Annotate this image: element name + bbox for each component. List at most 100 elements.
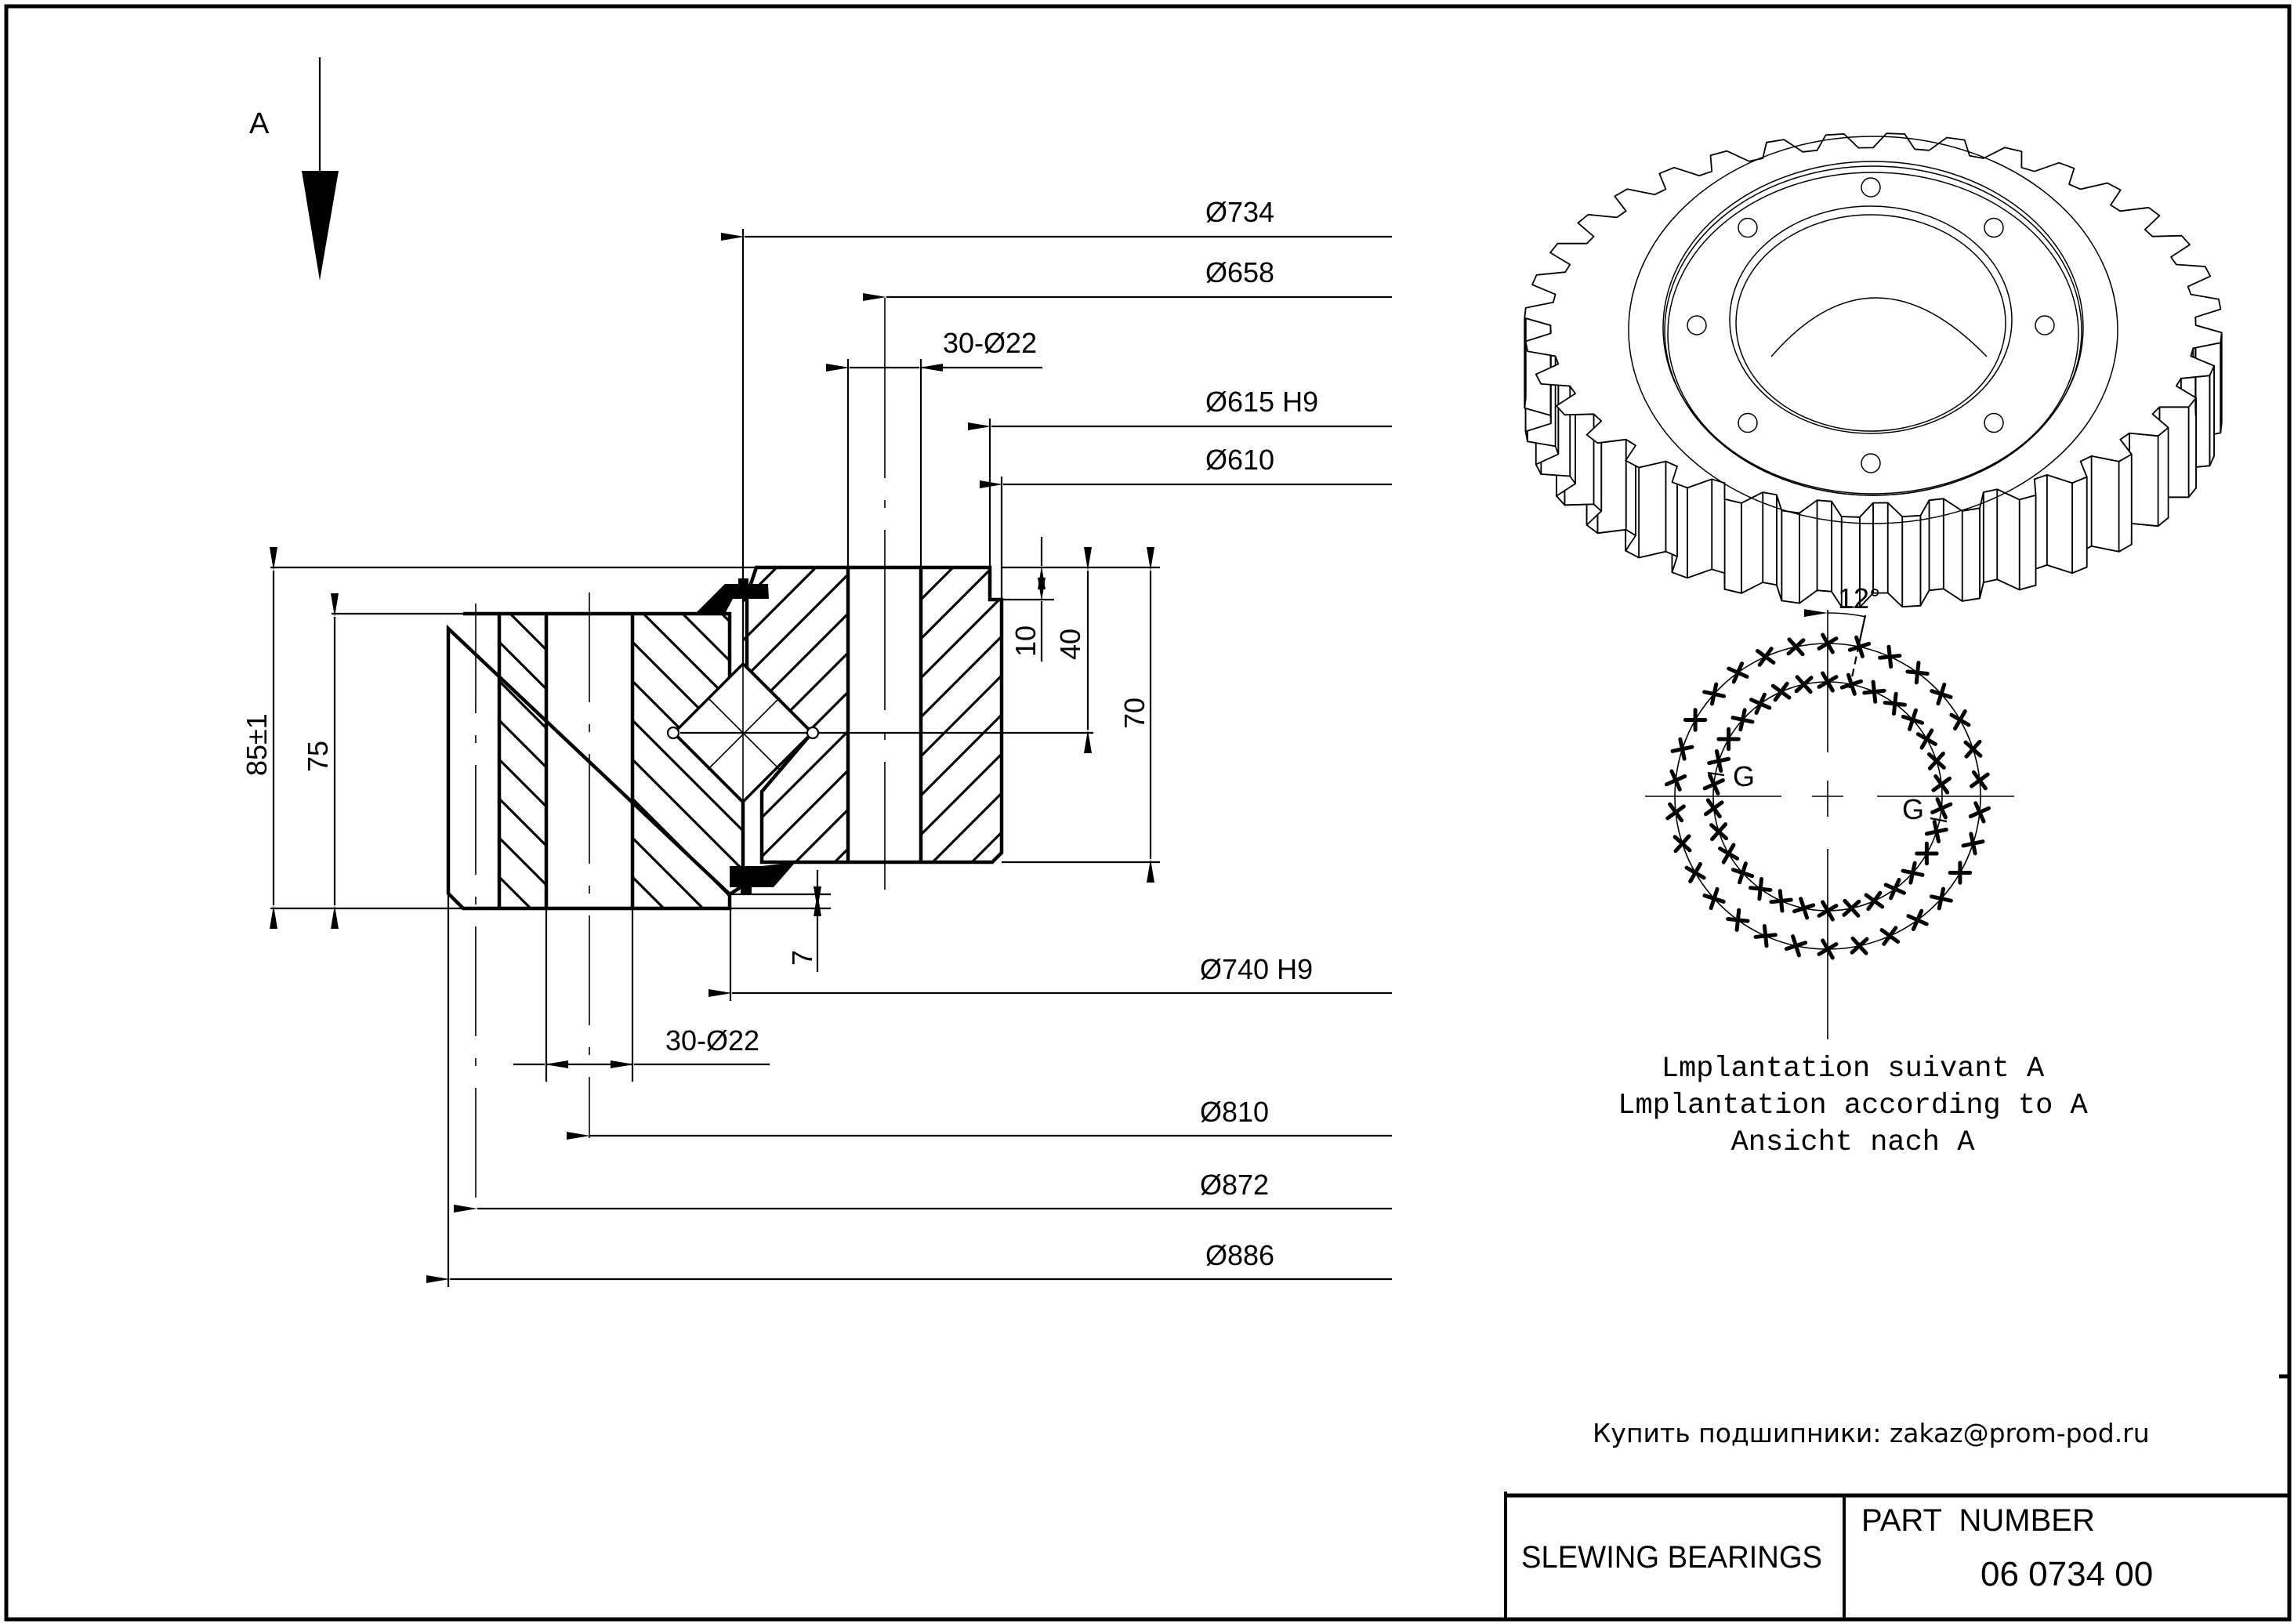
hatch-line (1243, 564, 1544, 865)
hatch-line (499, 614, 546, 908)
hatch-line (632, 614, 743, 908)
hatch-line (1165, 564, 1466, 865)
hatch-line (921, 567, 1002, 862)
view-label-a: A (249, 107, 270, 140)
hole-marker-icon (1879, 926, 1901, 946)
hatch-line (632, 614, 668, 908)
drawing-name: SLEWING BEARINGS (1521, 1540, 1822, 1575)
hole-marker-icon (1930, 682, 1953, 706)
outer-ring-outline (446, 611, 732, 911)
contact-line[interactable]: Купить подшипники: zakaz@prom-pod.ru (1593, 1418, 2150, 1448)
part-number-label: PART NUMBER (1861, 1503, 2095, 1538)
dim-d740: Ø740 H9 (1200, 953, 1313, 985)
hole-marker-icon (1968, 801, 1991, 824)
hatch-line (791, 567, 848, 862)
hole-marker-icon (1963, 739, 1983, 759)
hole-marker-icon (1948, 861, 1973, 885)
gear-mount-hole (1861, 453, 1881, 473)
hatch-line (955, 611, 1254, 911)
top-seal (695, 584, 769, 614)
hole-marker-icon (1709, 822, 1729, 842)
hole-marker-icon (1915, 841, 1939, 866)
hole-marker-icon (1901, 708, 1925, 731)
hatch-line (499, 614, 546, 908)
hole-marker-icon (1784, 934, 1808, 958)
bearing-cross-section (400, 298, 1622, 1212)
hatch-line (499, 614, 535, 908)
dim-d886: Ø886 (1205, 1239, 1274, 1271)
hole-marker-icon (1707, 749, 1731, 773)
hole-marker-icon (1930, 797, 1953, 820)
hole-marker-icon (1883, 877, 1906, 901)
gear-mount-hole (1738, 217, 1758, 238)
hole-marker-icon (1961, 832, 1985, 856)
hatch-line (1067, 564, 1368, 865)
hole-marker-icon (1883, 691, 1907, 716)
hatch-line (1027, 564, 1328, 865)
hole-marker-icon (1906, 908, 1929, 931)
dim-d610: Ø610 (1205, 444, 1274, 476)
hole-marker-icon (1727, 662, 1749, 684)
view-arrow-a: A (249, 57, 339, 281)
hatch-line (921, 567, 997, 862)
hole-marker-icon (1702, 886, 1726, 911)
hatch-line (400, 564, 701, 865)
hatch-line (1282, 564, 1583, 865)
hole-marker-icon (1683, 708, 1708, 732)
caption-line-3: Ansicht nach A (1731, 1126, 1976, 1159)
hatch-line (1008, 564, 1309, 865)
hatch-line (499, 614, 546, 908)
inner-ring-hatch-a (400, 564, 1446, 865)
inner-ring-outline (745, 565, 1004, 865)
caption-line-2: Lmplantation according to A (1618, 1089, 2088, 1122)
hatch-line (910, 564, 1211, 865)
gear-mount-hole (1861, 177, 1881, 198)
hatch-line (1125, 564, 1426, 865)
hole-marker-icon (1931, 774, 1952, 795)
gear-mount-hole (1984, 217, 2004, 238)
dim-step: 10 (1009, 625, 1042, 657)
caption-line-1: Lmplantation suivant A (1662, 1053, 2045, 1086)
hatch-line (921, 567, 1002, 862)
outer-ring-hatch-b (632, 611, 1254, 911)
hole-marker-icon (1901, 861, 1925, 885)
hatch-line (921, 567, 1002, 862)
hole-marker-icon (1864, 890, 1885, 912)
hatch-line (837, 611, 1136, 911)
hatch-line (1047, 564, 1348, 865)
thread-label-right: G (1902, 793, 1924, 825)
hole-marker-icon (1929, 886, 1953, 911)
hole-marker-icon (1862, 680, 1886, 704)
hole-marker-icon (1924, 820, 1948, 844)
dim-holes-outer: 30-Ø22 (665, 1024, 759, 1057)
hatch-line (928, 567, 1002, 862)
hole-marker-icon (1905, 661, 1930, 685)
hole-marker-icon (1794, 675, 1814, 694)
hole-marker-icon (1730, 861, 1755, 885)
hole-marker-icon (1878, 644, 1902, 669)
dim-to-raceway: 40 (1054, 629, 1086, 660)
hatch-line (640, 614, 743, 908)
hatch-line (1321, 564, 1622, 865)
hatch-line (545, 614, 546, 908)
hole-marker-icon (1769, 889, 1793, 913)
hatch-line (499, 614, 546, 908)
hatch-line (921, 567, 1002, 862)
pitch-angle-label: 12° (1838, 582, 1880, 614)
hole-marker-icon (1842, 898, 1861, 918)
hatch-line (798, 611, 1097, 911)
bottom-seal (730, 862, 795, 887)
hole-marker-icon (1753, 923, 1778, 948)
gear-mount-hole (1687, 315, 1707, 335)
gear-isometric-view (1524, 132, 2223, 608)
dimensions: 85±1 75 10 40 70 7 Ø734 Ø658 30-Ø22 Ø615… (241, 196, 1392, 1287)
hole-marker-icon (1792, 897, 1816, 920)
gear-mount-hole (1738, 412, 1758, 433)
hatch-line (1145, 564, 1446, 865)
dim-d872: Ø872 (1200, 1169, 1269, 1201)
hole-marker-icon (1718, 843, 1740, 865)
dim-offset: 7 (786, 950, 818, 966)
gear-bore (1729, 205, 2013, 434)
hatch-line (632, 614, 707, 908)
